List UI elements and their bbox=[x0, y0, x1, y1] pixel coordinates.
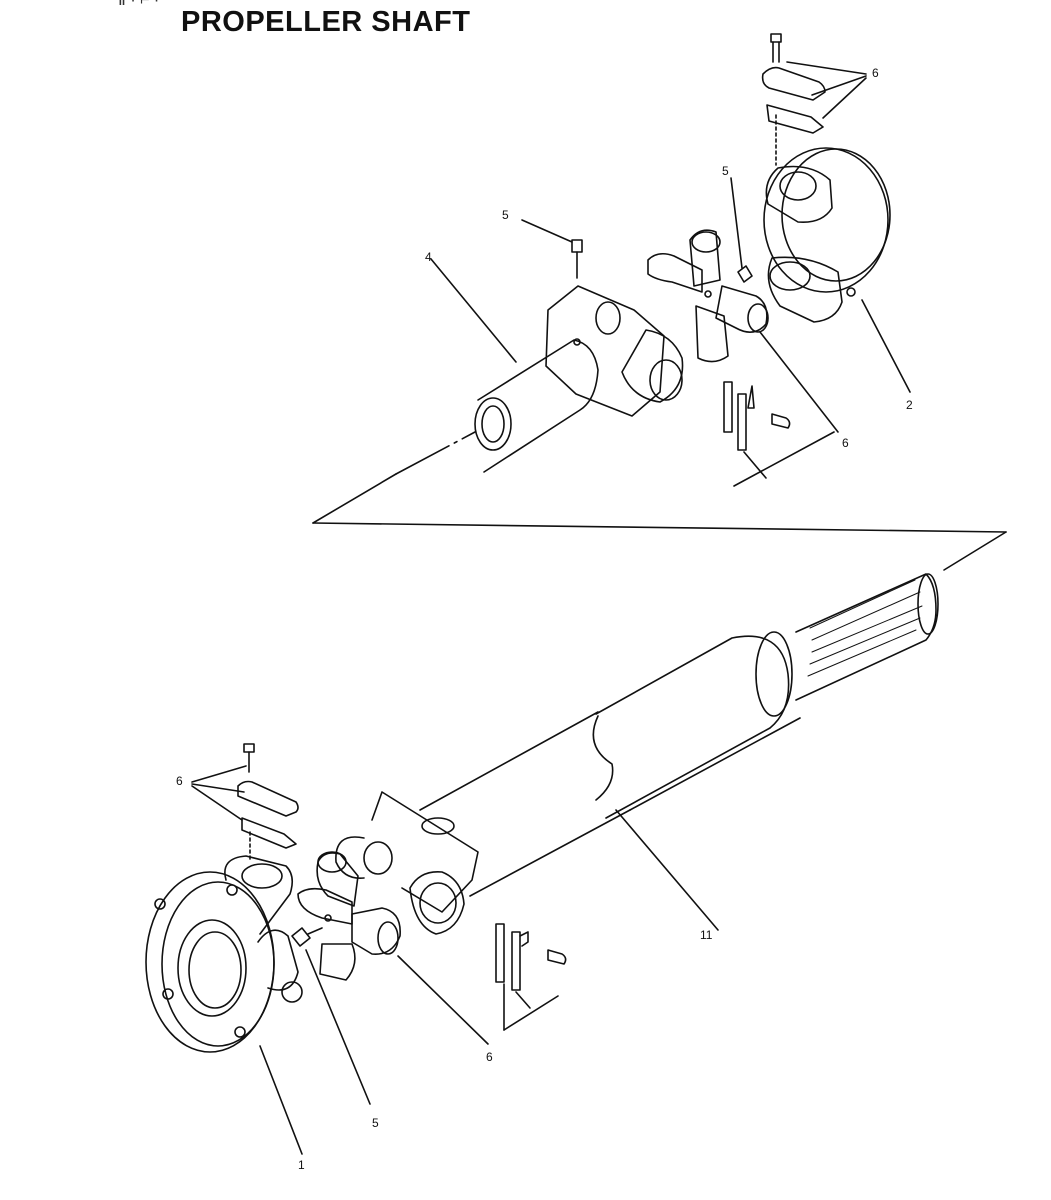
lower-lock-plate-group bbox=[191, 743, 299, 863]
lower-universal-joint-cross bbox=[297, 851, 489, 1045]
callout-6-upper-right: 6 bbox=[842, 436, 849, 450]
propeller-shaft-tube-part-11 bbox=[419, 573, 939, 931]
companion-flange-part-1 bbox=[145, 855, 303, 1155]
lower-grease-fitting bbox=[291, 927, 371, 1105]
page-title: PROPELLER SHAFT bbox=[181, 6, 471, 38]
callout-11: 11 bbox=[700, 928, 713, 942]
callout-4: 4 bbox=[425, 250, 432, 264]
lower-side-lock-plates bbox=[495, 923, 567, 1031]
callout-6-lower: 6 bbox=[486, 1050, 493, 1064]
tube-weld-yoke bbox=[335, 791, 479, 935]
callout-6-top: 6 bbox=[872, 66, 879, 80]
upper-side-lock-plates bbox=[723, 381, 835, 487]
callout-5-upper-left: 5 bbox=[502, 208, 509, 222]
upper-grease-fittings bbox=[521, 177, 753, 283]
upper-universal-joint-cross bbox=[647, 229, 839, 433]
callout-5-upper-right: 5 bbox=[722, 164, 729, 178]
upper-lock-plate-group bbox=[761, 33, 867, 166]
projection-lines bbox=[312, 431, 1007, 571]
callout-2: 2 bbox=[906, 398, 913, 412]
flange-yoke-part-2 bbox=[763, 147, 911, 393]
callout-6-lower-left: 6 bbox=[176, 774, 183, 788]
callout-1: 1 bbox=[298, 1158, 305, 1172]
sleeve-yoke-part-4 bbox=[430, 258, 684, 473]
corner-mark: Ⅱ · ⌐ · bbox=[118, 0, 160, 9]
callout-5-lower: 5 bbox=[372, 1116, 379, 1130]
